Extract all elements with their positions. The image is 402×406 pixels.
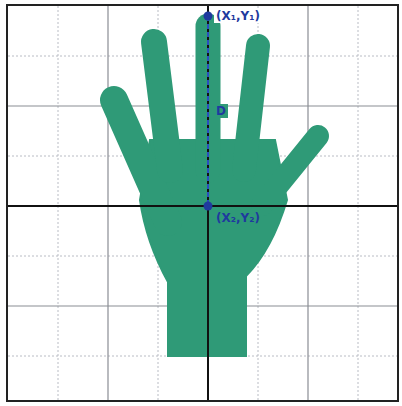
- distance-line: [207, 16, 209, 206]
- distance-label: D: [214, 104, 228, 118]
- axes: [8, 6, 398, 400]
- hand: [114, 26, 318, 356]
- point-label: (X₂,Y₂): [214, 211, 262, 225]
- frame: [7, 5, 398, 401]
- point-dot: [204, 12, 213, 21]
- grid: [8, 6, 398, 400]
- point-label: (X₁,Y₁): [214, 9, 262, 23]
- point-dot: [204, 202, 213, 211]
